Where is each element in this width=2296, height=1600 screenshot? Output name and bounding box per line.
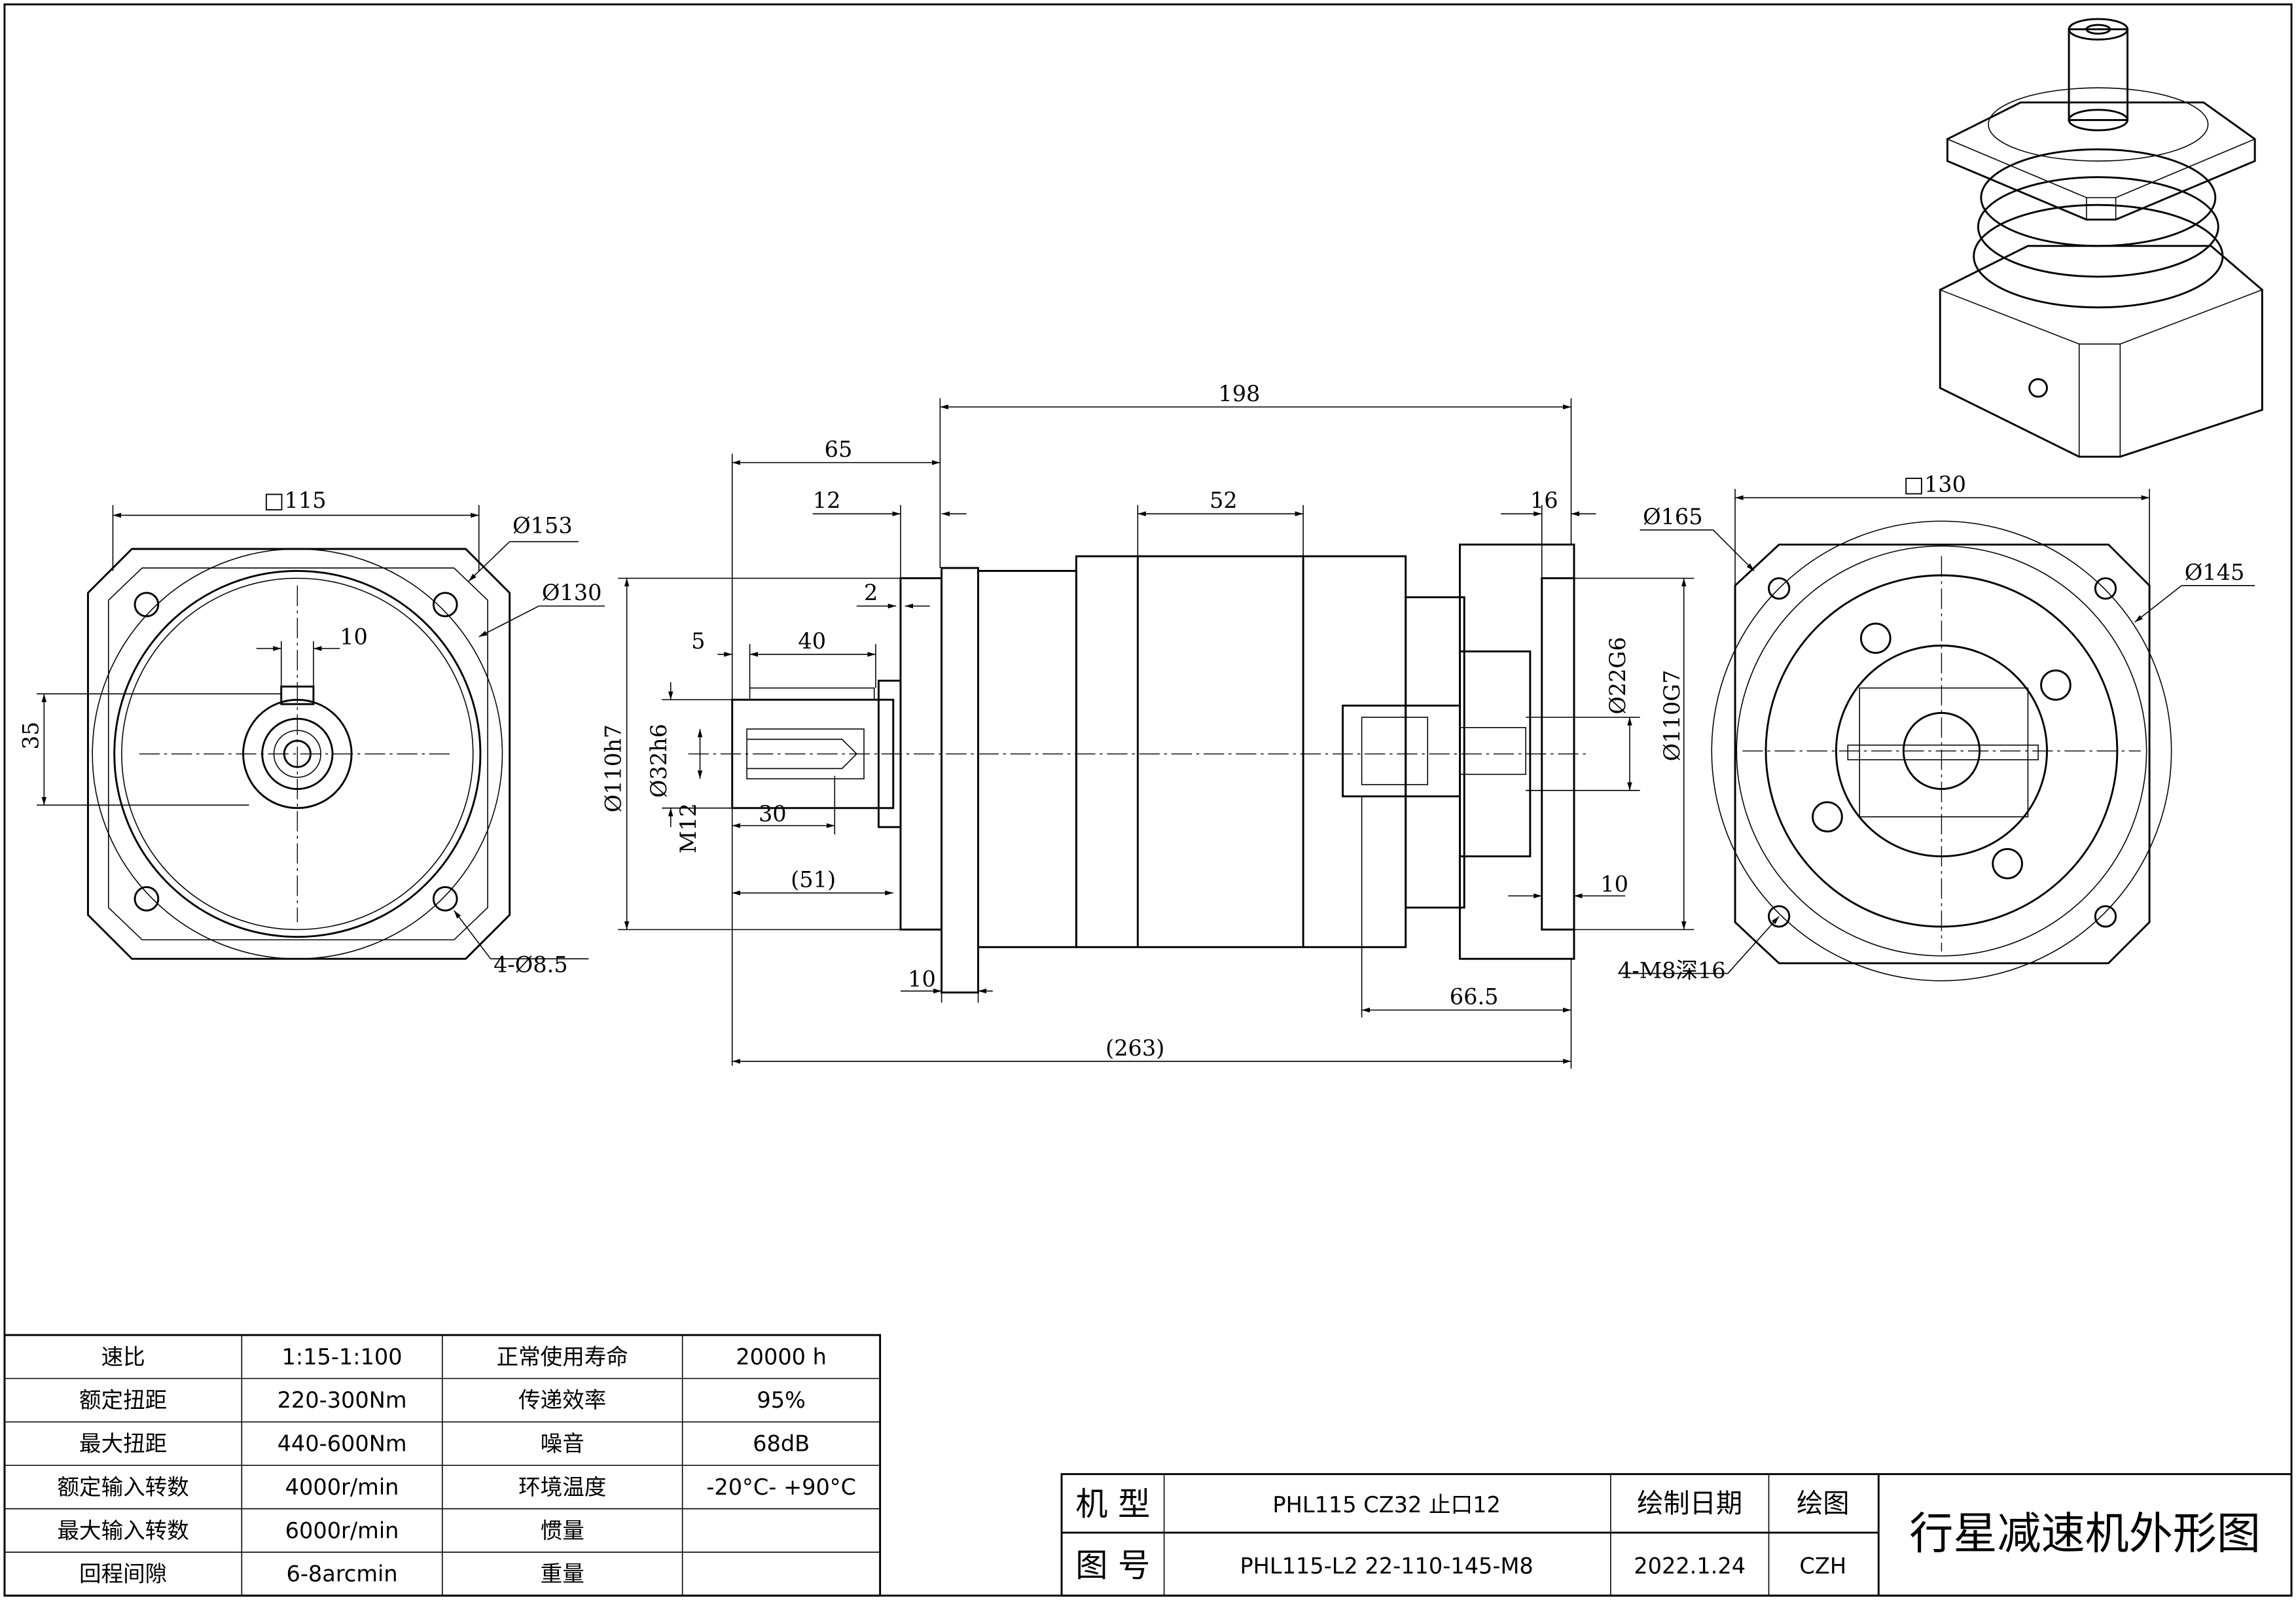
title-block: 机 型 PHL115 CZ32 止口12 图 号 PHL115-L2 22-11…: [1060, 1473, 2293, 1597]
dim-198: 198: [1218, 381, 1260, 406]
spec-label: 最大扭距: [79, 1431, 167, 1457]
side-section-view: 198 65 12 52 16 2 5 40 30 (51) 10 (263) …: [601, 381, 1695, 1069]
spec-label: 正常使用寿命: [497, 1344, 628, 1370]
spec-label: 回程间隙: [79, 1561, 167, 1587]
dim-52: 52: [1210, 488, 1238, 513]
drawing-title: 行星减速机外形图: [1909, 1508, 2261, 1559]
spec-table: 速比 1:15-1:100 正常使用寿命 20000 h 额定扭距 220-300Nm 传递…: [3, 1334, 882, 1597]
drawer-value: CZH: [1799, 1554, 1846, 1579]
dim-10-flange: 10: [908, 967, 936, 992]
bolt-holes: [134, 592, 458, 912]
dim-d22g6: Ø22G6: [1605, 637, 1630, 714]
model-label: 机 型: [1075, 1485, 1150, 1523]
spec-label: 最大输入转数: [57, 1518, 188, 1543]
date-value: 2022.1.24: [1634, 1554, 1746, 1579]
dim-263: (263): [1105, 1035, 1164, 1061]
spec-label: 速比: [101, 1344, 145, 1370]
spec-value: 440-600Nm: [278, 1431, 407, 1457]
drawing-number-value: PHL115-L2 22-110-145-M8: [1240, 1554, 1533, 1579]
spec-value: 220-300Nm: [278, 1387, 407, 1413]
spec-label: 惯量: [541, 1518, 584, 1543]
date-label: 绘制日期: [1637, 1489, 1742, 1519]
spec-value: 6-8arcmin: [286, 1561, 397, 1587]
input-end-view: □115 Ø153 Ø130 10 35 4-Ø8.5: [18, 488, 605, 977]
dim-d165: Ø165: [1643, 504, 1703, 529]
spec-label: 额定输入转数: [57, 1474, 188, 1500]
dim-10-output: 10: [1600, 871, 1628, 897]
dim-holes-4-m8: 4-M8深16: [1618, 957, 1726, 983]
spec-label: 噪音: [541, 1431, 584, 1457]
dim-2: 2: [864, 580, 878, 605]
dim-5: 5: [691, 628, 705, 654]
spec-label: 额定扭距: [79, 1387, 167, 1413]
spec-value: 68dB: [753, 1431, 810, 1457]
dim-16: 16: [1530, 488, 1558, 513]
model-value: PHL115 CZ32 止口12: [1272, 1492, 1500, 1518]
dim-holes-4-d8-5: 4-Ø8.5: [493, 951, 568, 977]
dim-66-5: 66.5: [1450, 984, 1499, 1010]
spec-label: 重量: [541, 1561, 584, 1587]
dim-square-115: □115: [264, 488, 327, 513]
dim-d153: Ø153: [512, 512, 573, 538]
dim-d110h7: Ø110h7: [601, 724, 626, 812]
dim-40: 40: [798, 628, 826, 654]
dim-d32h6: Ø32h6: [646, 724, 672, 798]
dim-51: (51): [791, 867, 836, 893]
spec-value: -20°C- +90°C: [706, 1474, 856, 1500]
dim-30: 30: [759, 801, 787, 827]
spec-label: 传递效率: [518, 1387, 606, 1413]
drawing-number-label: 图 号: [1075, 1546, 1150, 1584]
dim-d110g7: Ø110G7: [1659, 670, 1685, 762]
isometric-view: [1939, 18, 2263, 458]
spec-value: 1:15-1:100: [281, 1344, 402, 1370]
dim-key-10: 10: [340, 624, 368, 649]
dim-square-130: □130: [1903, 472, 1966, 497]
spec-value: 20000 h: [736, 1344, 827, 1370]
output-end-view: □130 Ø165 Ø145 4-M8深16: [1618, 472, 2255, 983]
dim-d145: Ø145: [2185, 560, 2245, 585]
dim-65: 65: [825, 436, 853, 462]
spec-value: 4000r/min: [285, 1474, 399, 1500]
spec-label: 环境温度: [518, 1474, 606, 1500]
dim-35: 35: [18, 722, 43, 750]
spec-value: 95%: [757, 1387, 806, 1413]
dim-12: 12: [813, 488, 841, 513]
spec-value: 6000r/min: [285, 1518, 399, 1543]
dim-m12: M12: [675, 803, 701, 853]
dim-d130: Ø130: [542, 580, 602, 605]
drawer-label: 绘图: [1797, 1489, 1850, 1519]
